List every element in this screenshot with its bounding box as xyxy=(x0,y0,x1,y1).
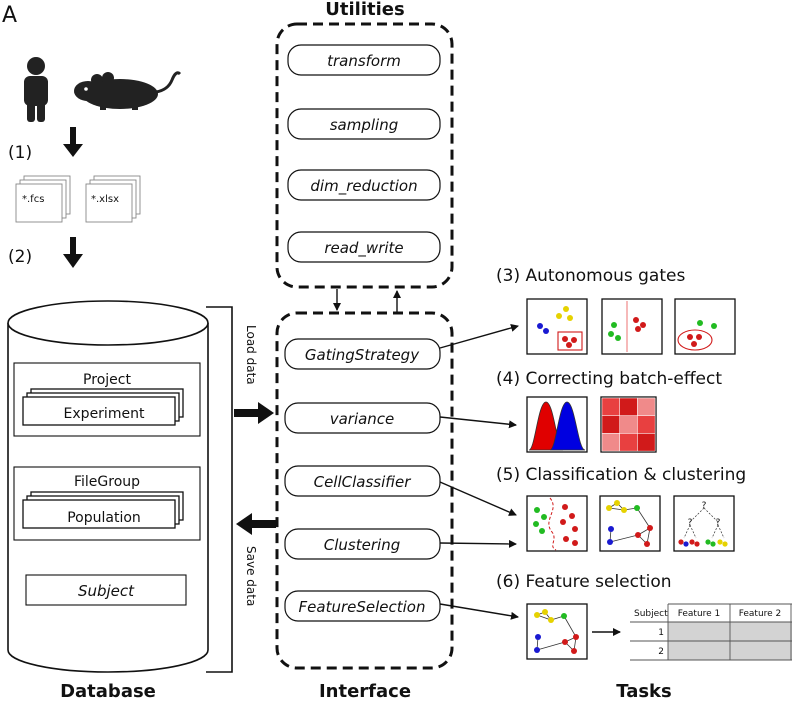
feature-selection-arrow xyxy=(439,603,519,620)
table-row-1-id: 1 xyxy=(658,628,664,638)
iface-label-cell-classifier: CellClassifier xyxy=(314,473,412,491)
iface-module-gating-strategy[interactable]: GatingStrategy xyxy=(284,338,441,370)
iface-label-gating-strategy: GatingStrategy xyxy=(305,346,420,364)
fcs-file-icon xyxy=(15,175,71,223)
utilities-header: Utilities xyxy=(325,0,404,20)
tree-left-mark: ? xyxy=(688,518,693,528)
feature-table xyxy=(630,603,792,661)
tree-right-mark: ? xyxy=(716,518,721,528)
batch-heatmap-panel xyxy=(600,396,657,453)
xlsx-file-icon xyxy=(85,175,141,223)
gate-panel-ellipse xyxy=(674,298,736,355)
batch-density-panel xyxy=(526,396,588,453)
fcs-file-label: *.fcs xyxy=(22,194,44,205)
iface-label-variance: variance xyxy=(330,410,395,428)
filegroup-label: FileGroup xyxy=(74,474,140,490)
classifier-boundary-panel xyxy=(526,495,588,552)
mouse-icon xyxy=(74,71,182,110)
iface-module-clustering[interactable]: Clustering xyxy=(284,528,441,560)
gate-panel-threshold xyxy=(601,298,663,355)
xlsx-file-label: *.xlsx xyxy=(91,194,119,205)
gating-to-gates-arrow xyxy=(439,324,519,349)
clustering-to-classification-arrow xyxy=(439,539,517,548)
population-label: Population xyxy=(67,510,141,526)
gate-panel-rectangle xyxy=(526,298,588,355)
database-header: Database xyxy=(60,681,156,702)
step1-arrow xyxy=(63,127,83,157)
iface-label-feature-selection: FeatureSelection xyxy=(299,598,426,616)
step2-arrow xyxy=(63,237,83,268)
iface-label-clustering: Clustering xyxy=(324,536,400,554)
human-icon xyxy=(24,57,48,122)
tasks-header: Tasks xyxy=(616,681,672,702)
subject-label: Subject xyxy=(78,582,135,600)
util-module-dim-reduction: dim_reduction xyxy=(287,169,441,201)
util-module-sampling: sampling xyxy=(287,108,441,140)
step1-label: (1) xyxy=(8,143,32,163)
project-label: Project xyxy=(83,372,131,388)
tree-root-mark: ? xyxy=(702,501,707,511)
cluster-graph-panel xyxy=(599,495,661,552)
iface-module-feature-selection[interactable]: FeatureSelection xyxy=(284,590,441,622)
experiment-stack xyxy=(22,388,184,426)
util-label-sampling: sampling xyxy=(330,116,399,134)
database-bracket xyxy=(206,306,233,673)
save-arrow xyxy=(236,513,276,535)
table-header-feature-2: Feature 2 xyxy=(739,609,782,619)
table-header-feature-1: Feature 1 xyxy=(678,609,721,619)
interface-header: Interface xyxy=(319,681,411,702)
experiment-label: Experiment xyxy=(64,406,145,422)
mouse-eye-icon xyxy=(84,87,88,91)
load-arrow xyxy=(234,402,274,424)
util-label-dim-reduction: dim_reduction xyxy=(310,177,417,196)
variance-to-batch-arrow xyxy=(439,416,517,429)
load-data-label: Load data xyxy=(244,325,258,385)
util-module-transform: transform xyxy=(287,44,441,76)
table-row-2-id: 2 xyxy=(658,647,664,657)
population-stack xyxy=(22,491,184,529)
util-label-read-write: read_write xyxy=(324,239,403,258)
util-module-read-write: read_write xyxy=(287,231,441,263)
feature-graph-panel xyxy=(526,603,588,660)
panel-letter: A xyxy=(2,3,17,28)
classifier-to-classification-arrow xyxy=(439,481,517,516)
task-batch-title: (4) Correcting batch-effect xyxy=(496,369,722,389)
subject-box xyxy=(25,574,187,606)
task-gates-title: (3) Autonomous gates xyxy=(496,266,685,286)
iface-module-cell-classifier[interactable]: CellClassifier xyxy=(284,465,441,497)
step2-label: (2) xyxy=(8,247,32,267)
task-feature-title: (6) Feature selection xyxy=(496,572,672,592)
task-classification-title: (5) Classification & clustering xyxy=(496,465,746,485)
iface-module-variance[interactable]: variance xyxy=(284,402,441,434)
util-label-transform: transform xyxy=(327,52,401,70)
interface-container xyxy=(275,311,454,670)
utilities-container xyxy=(275,22,454,289)
table-header-subject: Subject xyxy=(634,609,668,619)
decision-tree-panel: ? ? ? xyxy=(673,495,735,552)
save-data-label: Save data xyxy=(244,546,258,606)
